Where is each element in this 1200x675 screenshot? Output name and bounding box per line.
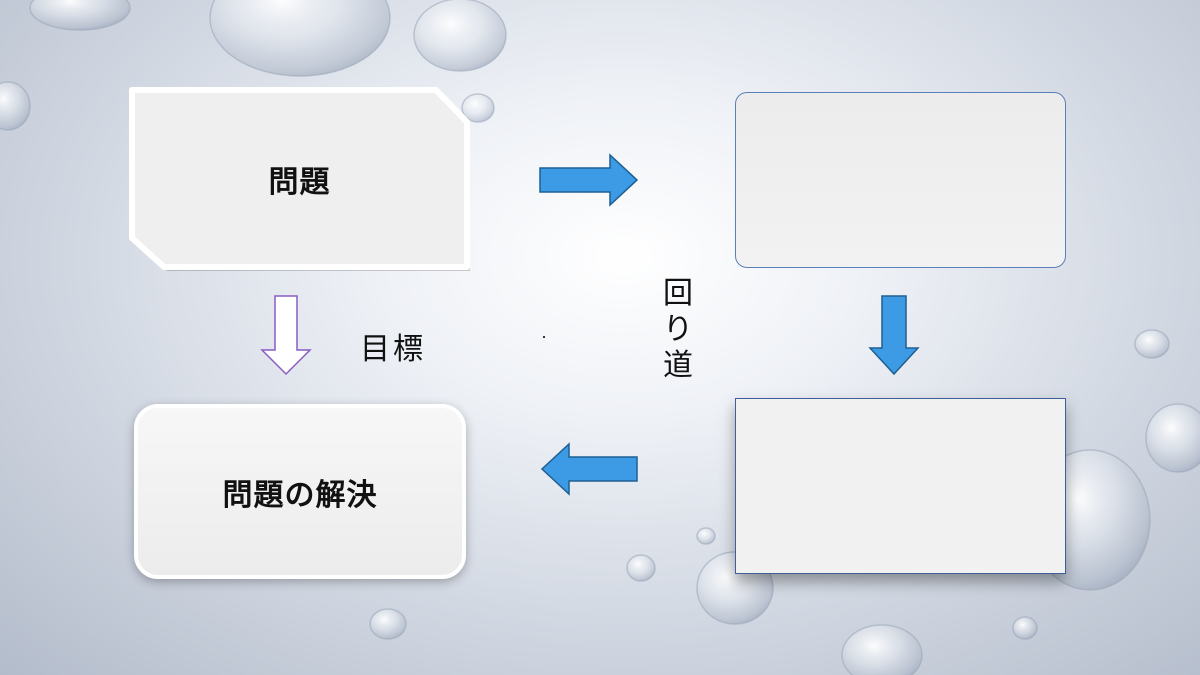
detour-box-2 — [735, 398, 1066, 574]
detour-char-3: 道 — [663, 348, 693, 383]
stray-dot — [543, 336, 545, 338]
arrow-right-icon — [539, 153, 639, 207]
problem-box: 問題 — [128, 86, 471, 271]
solution-box: 問題の解決 — [134, 404, 466, 579]
goal-label: 目標 — [360, 332, 426, 367]
detour-box-1 — [735, 92, 1066, 268]
goal-arrow-down-icon — [260, 295, 312, 376]
problem-label: 問題 — [268, 164, 331, 200]
detour-label: 回 り 道 — [660, 276, 696, 384]
solution-label: 問題の解決 — [222, 477, 378, 513]
arrow-left-icon — [540, 442, 638, 496]
detour-char-1: 回 — [663, 276, 693, 311]
detour-char-2: り — [663, 312, 693, 347]
problem-box-shape — [129, 87, 470, 271]
arrow-down-icon — [868, 295, 920, 376]
